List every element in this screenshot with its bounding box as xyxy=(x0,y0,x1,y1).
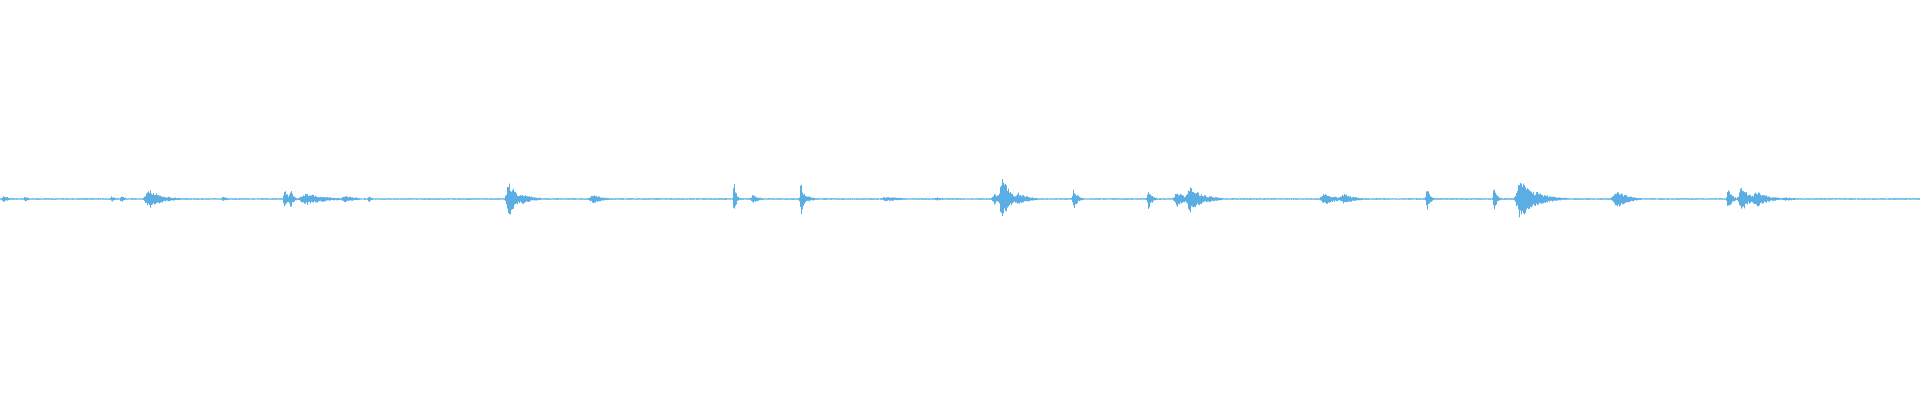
waveform-trace xyxy=(0,179,1920,218)
